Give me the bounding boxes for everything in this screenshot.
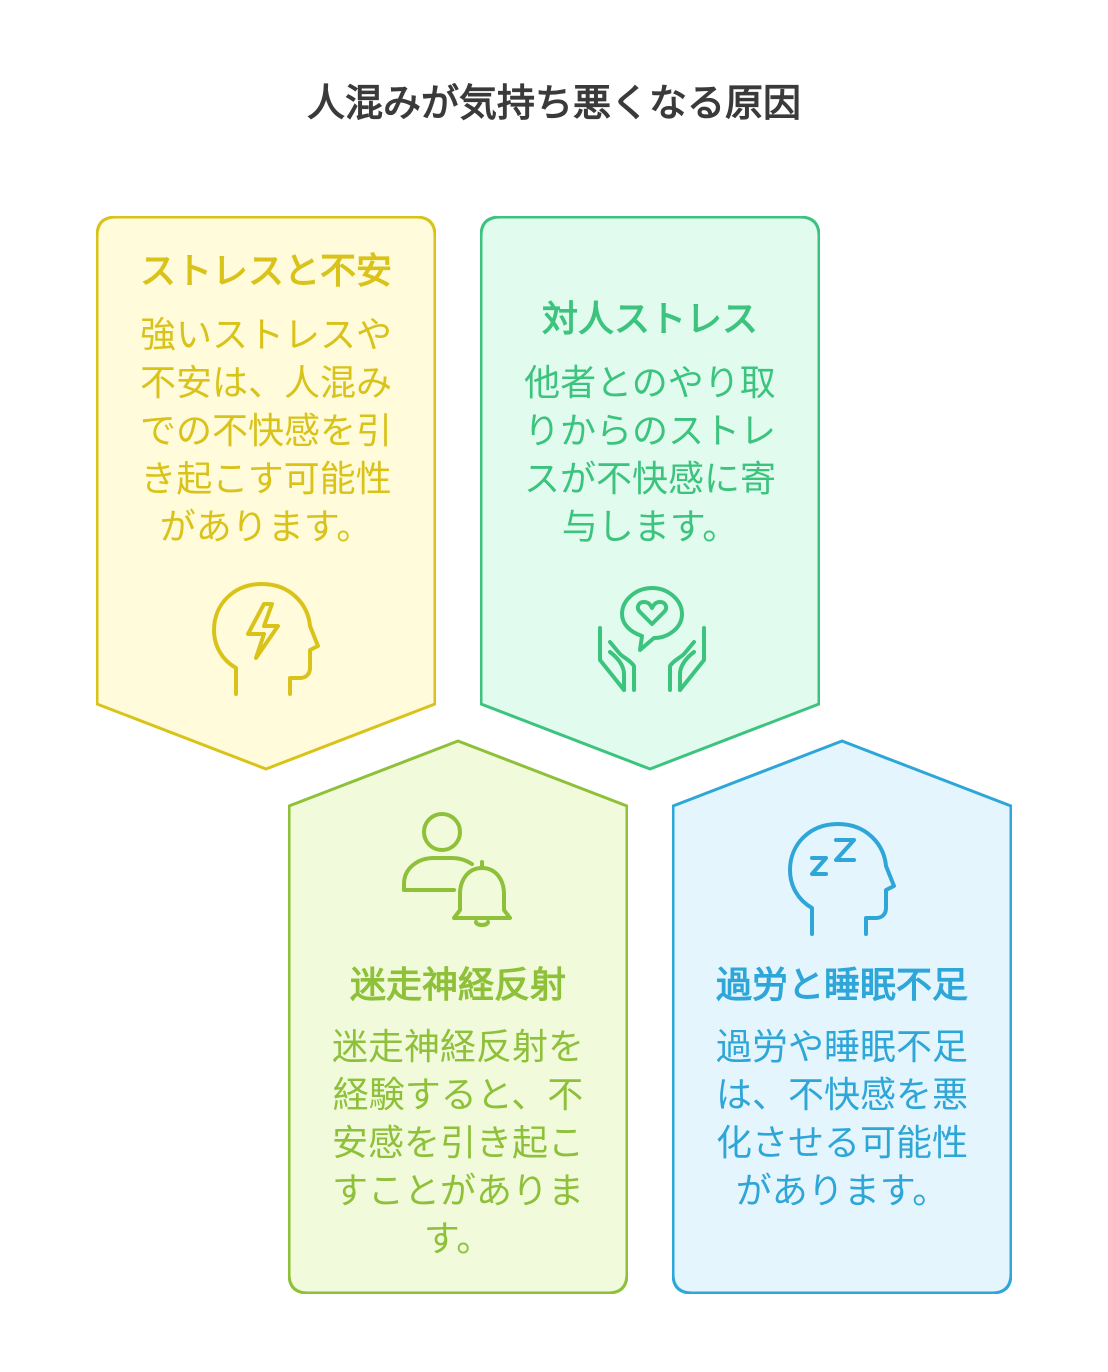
card-shape <box>288 739 628 1294</box>
card-title: ストレスと不安 <box>139 251 392 292</box>
card-body: 迷走神経反射を経験すると、不安感を引き起こすことがあります。 <box>331 1027 584 1260</box>
card-shape <box>480 216 820 771</box>
card-title: 迷走神経反射 <box>349 965 566 1006</box>
card-vagal-reflex: 迷走神経反射 迷走神経反射を経験すると、不安感を引き起こすことがあります。 <box>288 738 628 1294</box>
card-overwork-sleep: 過労と睡眠不足 過労や睡眠不足は、不快感を悪化させる可能性があります。 <box>672 738 1012 1294</box>
card-interpersonal-stress: 対人ストレス 他者とのやり取りからのストレスが不快感に寄与します。 <box>480 216 820 772</box>
page-title: 人混みが気持ち悪くなる原因 <box>306 81 801 125</box>
person-bell-icon <box>402 812 512 927</box>
head-sleep-icon <box>788 822 896 936</box>
card-shape <box>96 216 436 771</box>
card-body: 強いストレスや不安は、人混みでの不快感を引き起こす可能性があります。 <box>139 315 392 548</box>
card-title: 過労と睡眠不足 <box>715 965 968 1006</box>
card-stress-anxiety: ストレスと不安 強いストレスや不安は、人混みでの不快感を引き起こす可能性がありま… <box>96 216 436 772</box>
card-shape <box>672 739 1012 1294</box>
card-body: 過労や睡眠不足は、不快感を悪化させる可能性があります。 <box>715 1027 968 1212</box>
hands-heart-bubble-icon <box>598 586 706 692</box>
card-title: 対人ストレス <box>541 299 758 340</box>
card-body: 他者とのやり取りからのストレスが不快感に寄与します。 <box>523 363 776 548</box>
head-lightning-icon <box>212 582 320 696</box>
